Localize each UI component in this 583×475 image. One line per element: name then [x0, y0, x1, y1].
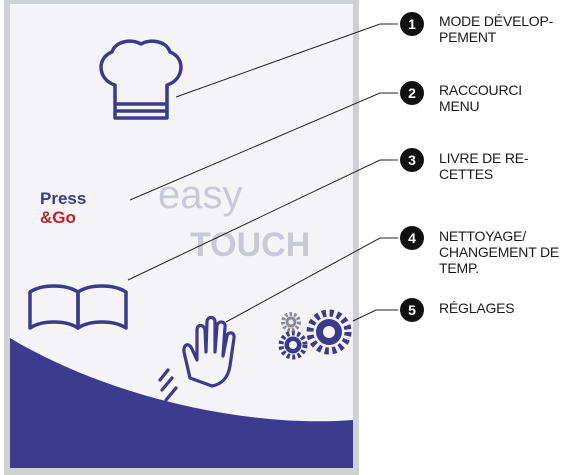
gears-icon[interactable]: [278, 309, 352, 360]
leader-lines: [127, 23, 398, 323]
easy-text: easy: [158, 173, 243, 217]
callout-badge-1: 1: [400, 12, 424, 36]
callout-label-recipe-book: LIVRE DE RE- CETTES: [439, 150, 529, 182]
panel-blue-band: [10, 338, 353, 468]
leader-line-2: [129, 92, 398, 201]
leader-line-5: [352, 309, 398, 322]
large-gear-icon: [306, 309, 352, 355]
medium-gear-icon: [278, 330, 308, 360]
chef-hat-icon[interactable]: [99, 39, 183, 120]
open-book-icon[interactable]: [28, 284, 128, 330]
callout-label-cleaning: NETTOYAGE/ CHANGEMENT DE TEMP.: [439, 228, 560, 276]
callout-badge-2: 2: [400, 81, 424, 105]
and-go-text: &Go: [40, 208, 76, 227]
callout-badge-3: 3: [400, 148, 424, 172]
callout-badge-5: 5: [400, 298, 424, 322]
small-gear-icon: [281, 312, 301, 332]
leader-line-1: [175, 23, 398, 98]
callout-label-settings: RÉGLAGES: [439, 300, 515, 316]
callout-label-shortcut-menu: RACCOURCI MENU: [439, 82, 522, 114]
press-text: Press: [40, 189, 86, 208]
easy-touch-logo: easy TOUCH: [158, 173, 310, 264]
leader-line-4: [225, 237, 398, 323]
control-panel-screen: [4, 0, 359, 475]
leader-line-3: [127, 159, 398, 281]
touch-text: TOUCH: [190, 226, 310, 264]
callout-badge-4: 4: [400, 226, 424, 250]
press-and-go-logo[interactable]: Press &Go: [40, 189, 86, 227]
cleaning-hand-icon[interactable]: [158, 315, 236, 402]
callout-label-development-mode: MODE DÉVELOP- PEMENT: [439, 13, 554, 45]
